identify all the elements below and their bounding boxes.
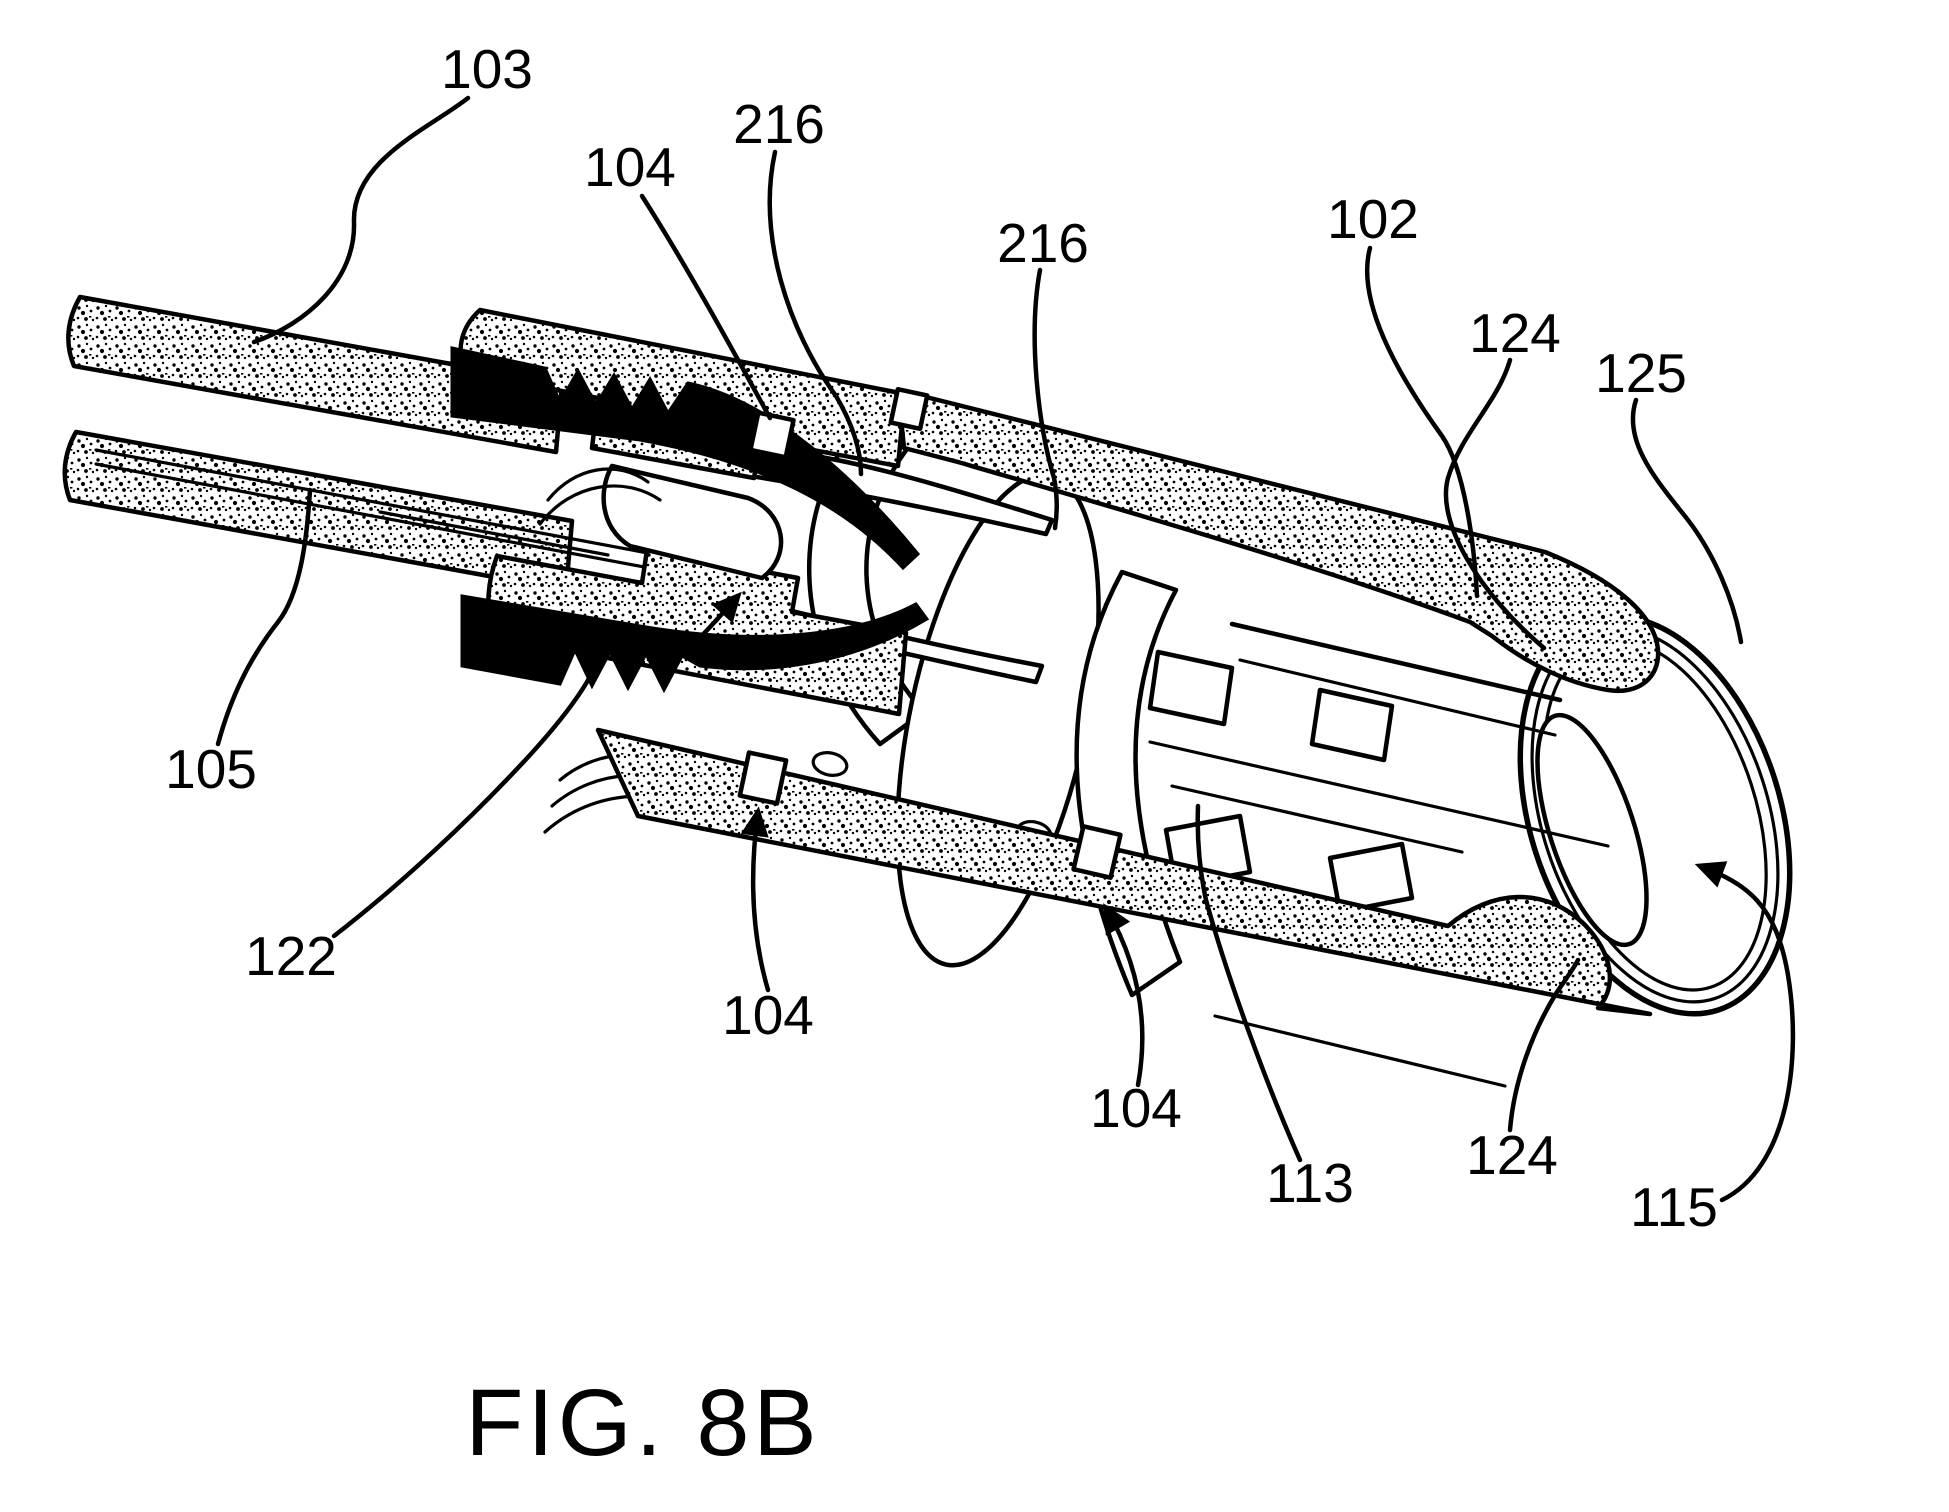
leader-103: [251, 95, 471, 345]
pin-104-top: [748, 410, 796, 460]
ref-label-105: 105: [165, 738, 257, 800]
crown-slot-1: [1147, 649, 1235, 727]
leader-122: [331, 670, 595, 939]
leader-125: [1630, 397, 1744, 645]
leader-124-top: [1443, 357, 1547, 651]
shaft-surface-line-2: [1170, 784, 1464, 854]
shaft-surface-line-1: [1148, 740, 1610, 848]
flange-hole-left: [811, 751, 849, 777]
lock-pins: [737, 387, 1123, 880]
lumen-line-2: [94, 462, 694, 578]
figure-caption: FIG. 8B: [465, 1370, 820, 1476]
ref-label-104-bl: 104: [722, 984, 814, 1046]
crown-slot-4: [1327, 841, 1415, 915]
leader-216-left: [767, 149, 864, 477]
leader-124-bottom: [1507, 957, 1581, 1133]
leader-104-bottom-middle-arrow: [1103, 903, 1145, 1088]
outer-sheath-lower-wall-124: [595, 727, 1653, 1017]
inner-shaft-top-edge-2: [1238, 658, 1557, 737]
ref-label-102: 102: [1327, 188, 1419, 250]
leader-115-arrow: [1694, 861, 1796, 1203]
ref-label-104-top: 104: [584, 136, 676, 198]
lumen-line-3: [378, 510, 610, 557]
coil-arc-1: [546, 467, 650, 502]
ref-label-103: 103: [441, 38, 533, 100]
leader-104-top: [639, 193, 773, 421]
tip-pointer-arrow: [685, 591, 742, 653]
pin-104-bottom-left: [737, 750, 789, 806]
lumen-line-1: [94, 448, 698, 564]
ref-label-124-top: 124: [1469, 302, 1561, 364]
leader-113: [1195, 803, 1303, 1163]
coil-arc-2: [538, 484, 662, 526]
pin-104-bottom-middle: [1071, 824, 1123, 880]
inner-shaft-end-face: [1535, 712, 1649, 948]
leader-104-bottom-left-arrow: [740, 806, 771, 993]
barbed-clamp-122: [450, 346, 930, 834]
leader-105: [215, 487, 313, 747]
ref-label-216-left: 216: [733, 93, 825, 155]
shaft-surface-line-3: [1213, 1014, 1507, 1088]
outer-sheath-upper-wall-124: [895, 387, 1661, 694]
reference-numerals: 103 104 216 216 102 124 125 105 122 104 …: [165, 38, 1718, 1238]
shaft-tip-cone: [601, 463, 784, 581]
leader-216-right: [1032, 267, 1059, 531]
inner-tube-lower-wall: [62, 429, 575, 593]
leader-lines: [215, 95, 1796, 1203]
inner-tube-upper-wall: [66, 294, 565, 455]
ref-label-115: 115: [1630, 1176, 1718, 1238]
tab-216: [888, 387, 930, 431]
ref-label-216-right: 216: [997, 212, 1089, 274]
barb-upper: [450, 346, 921, 571]
outer-sheath: [595, 387, 1661, 1017]
ref-label-104-bm: 104: [1090, 1077, 1182, 1139]
ref-label-122: 122: [245, 925, 337, 987]
inner-shaft-top-edge: [1229, 621, 1563, 703]
ref-label-125: 125: [1595, 342, 1687, 404]
proximal-inner-tube: [62, 294, 698, 593]
crown-slot-3: [1309, 687, 1395, 763]
leader-102: [1364, 245, 1480, 599]
ref-label-124-bottom: 124: [1466, 1124, 1558, 1186]
ref-label-113: 113: [1266, 1152, 1354, 1214]
inner-shaft-in-opening: [1148, 712, 1649, 1088]
